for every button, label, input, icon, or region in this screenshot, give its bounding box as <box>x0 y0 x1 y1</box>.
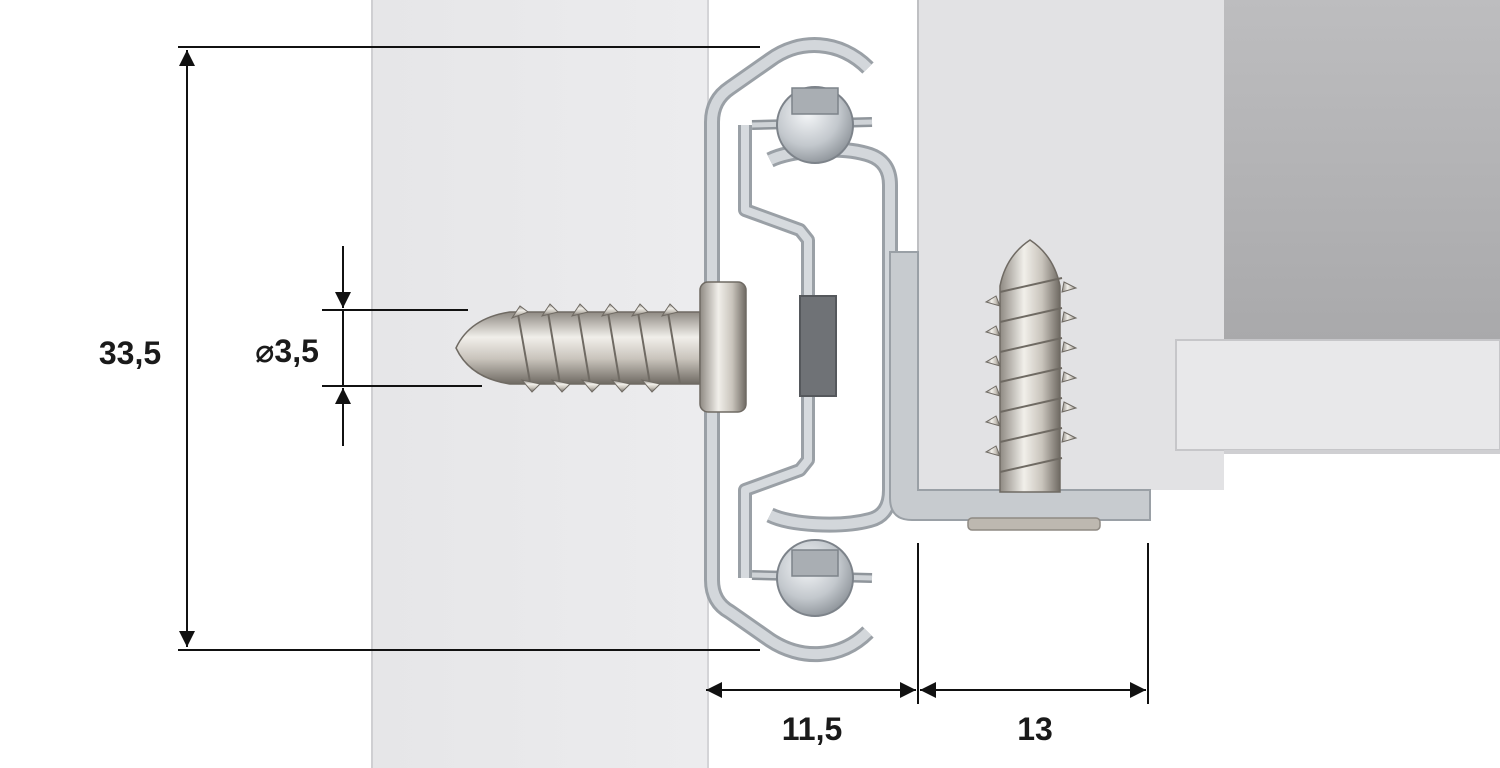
dimension-lines <box>178 46 1149 704</box>
rail-width-dimension-label: 11,5 <box>782 711 843 747</box>
rail-spacer-block <box>799 295 837 397</box>
bearing-ball-top <box>776 86 854 164</box>
drawer-side <box>917 0 1500 491</box>
height-dimension-label: 33,5 <box>99 335 161 371</box>
cabinet-screw <box>455 281 747 413</box>
bracket-screw <box>984 239 1078 493</box>
mounting-bracket <box>889 251 1151 531</box>
bracket-width-dimension-label: 13 <box>1017 711 1053 747</box>
bearing-ball-bottom <box>776 539 854 617</box>
diameter-dimension-label: ⌀3,5 <box>255 333 319 369</box>
